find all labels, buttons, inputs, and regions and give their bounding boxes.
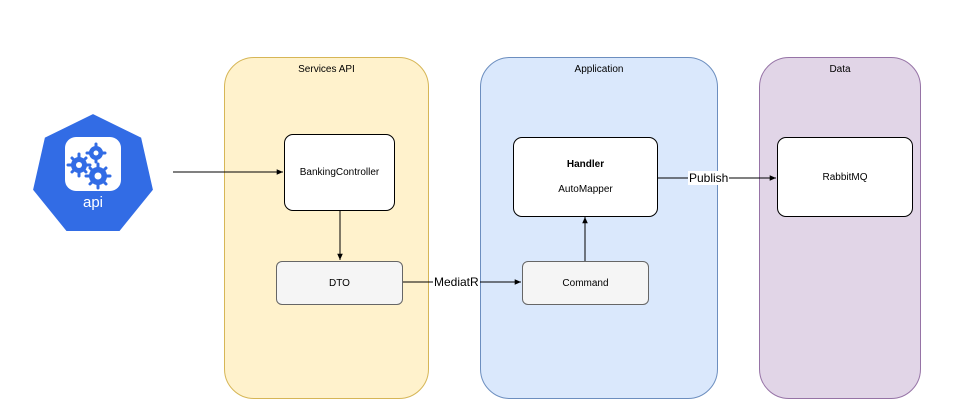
node-handler[interactable]: Handler AutoMapper xyxy=(513,137,658,217)
node-dto[interactable]: DTO xyxy=(276,261,403,305)
node-handler-subtitle: AutoMapper xyxy=(558,184,613,195)
lane-data: Data xyxy=(759,57,921,399)
node-dto-label: DTO xyxy=(329,277,350,289)
lane-title-data: Data xyxy=(829,64,851,75)
node-rabbitmq[interactable]: RabbitMQ xyxy=(777,137,913,217)
api-icon: api xyxy=(30,111,156,233)
node-banking-controller[interactable]: BankingController xyxy=(284,134,395,211)
lane-services-api: Services API xyxy=(224,57,429,399)
api-icon-label: api xyxy=(82,194,104,211)
lane-title-application: Application xyxy=(574,64,624,75)
edge-label-publish: Publish xyxy=(688,171,730,185)
lane-title-services-api: Services API xyxy=(298,64,355,75)
node-handler-title: Handler xyxy=(566,159,605,170)
edge-label-mediatr: MediatR xyxy=(433,275,480,289)
node-rabbitmq-label: RabbitMQ xyxy=(822,171,868,183)
node-banking-controller-label: BankingController xyxy=(299,167,380,178)
node-command-label: Command xyxy=(562,277,609,289)
node-command[interactable]: Command xyxy=(522,261,649,305)
lane-application: Application xyxy=(480,57,718,399)
